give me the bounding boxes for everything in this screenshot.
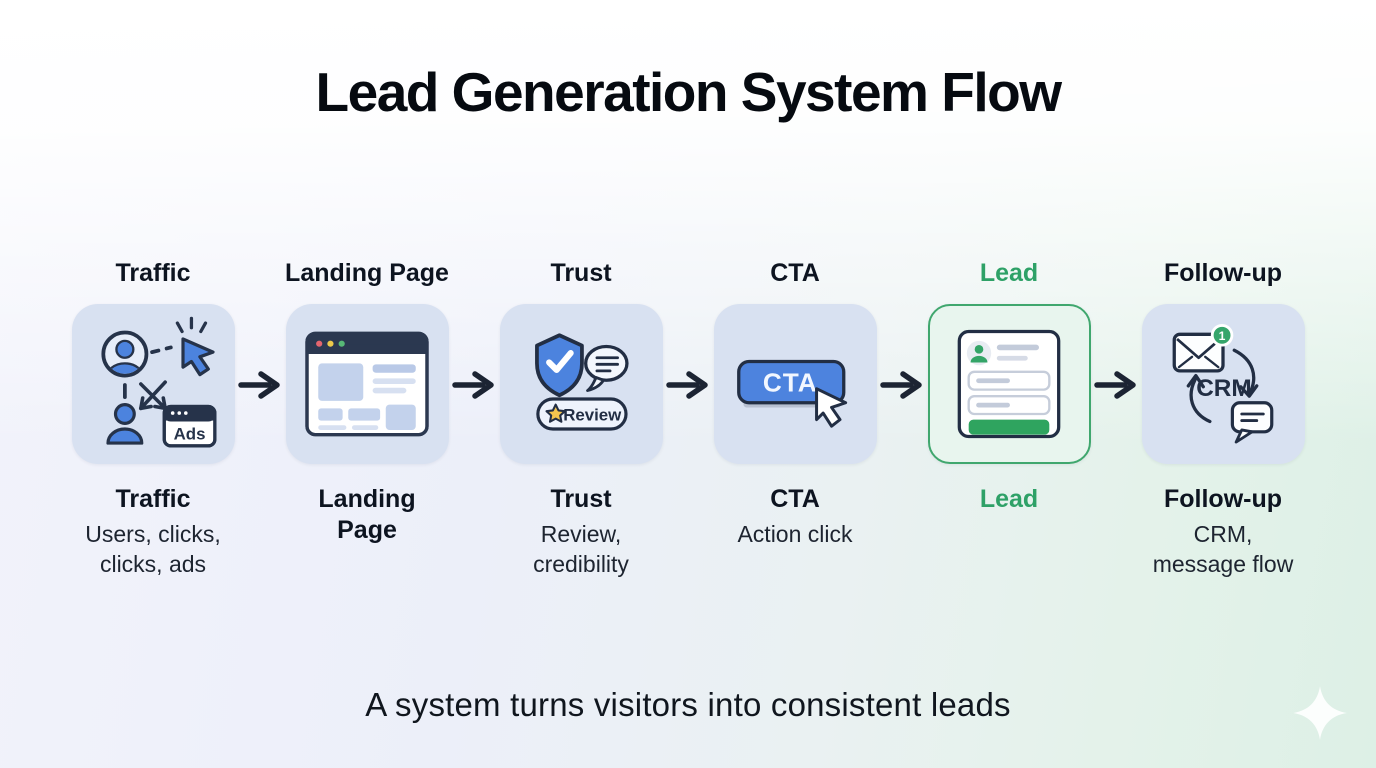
step-icon-box <box>285 304 449 464</box>
step-icon-box: Ads <box>71 304 235 464</box>
star-icon <box>545 403 566 423</box>
step-icon-box: CTA <box>713 304 877 464</box>
step-icon-box: 1 CRM <box>1141 304 1305 464</box>
step-title: Trust <box>550 485 612 513</box>
step-icon-box: Review <box>499 304 663 464</box>
step-column-follow-up: Follow-up 1 CRM <box>1141 258 1305 579</box>
cta-button-label: CTA <box>763 368 818 398</box>
step-title: CTA <box>770 485 820 513</box>
step-column-cta: CTA CTA CTA Action click <box>713 258 877 549</box>
step-title: Lead <box>979 485 1039 513</box>
sparkle-icon <box>1292 685 1348 746</box>
notification-badge <box>1210 324 1234 347</box>
form-submit-button <box>968 419 1050 435</box>
flow-arrow-icon <box>1091 370 1142 400</box>
step-column-landing-page: Landing Page <box>285 258 449 550</box>
cycle-arrows-icon <box>1186 348 1259 424</box>
message-bubble-icon <box>1230 401 1274 434</box>
step-subtitle: CRM, message flow <box>1152 521 1294 577</box>
step-subtitle: Users, clicks, clicks, ads <box>85 521 221 577</box>
lead-form-icon <box>957 329 1061 439</box>
flow-arrow-icon <box>877 370 928 400</box>
step-top-label: Traffic <box>115 259 191 287</box>
step-column-trust: Trust Review Trust <box>499 258 663 579</box>
traffic-users-ads-icon: Ads <box>101 316 217 448</box>
cursor-icon <box>815 387 848 428</box>
flow-arrow-icon <box>663 370 714 400</box>
email-crm-message-icon: 1 CRM <box>1172 324 1274 444</box>
flow-arrow-icon <box>449 370 500 400</box>
step-title: Follow-up <box>1163 485 1283 513</box>
step-title: Traffic <box>115 485 191 513</box>
notification-badge-count: 1 <box>1219 329 1226 343</box>
page-title: Lead Generation System Flow <box>315 61 1062 123</box>
flow-row: Traffic <box>0 258 1376 579</box>
cta-button-cursor-icon: CTA <box>737 359 848 428</box>
ads-window-label: Ads <box>174 424 206 443</box>
tagline: A system turns visitors into consistent … <box>365 686 1011 723</box>
step-column-traffic: Traffic <box>71 258 235 579</box>
step-top-label: Follow-up <box>1163 259 1283 287</box>
step-top-label: CTA <box>770 259 820 287</box>
step-column-lead: Lead Lead <box>927 258 1091 519</box>
step-top-label: Lead <box>979 259 1039 287</box>
browser-window-icon <box>305 331 429 437</box>
step-top-label: Trust <box>550 259 612 287</box>
flow-arrow-icon <box>235 370 286 400</box>
review-badge-label: Review <box>563 406 622 425</box>
step-subtitle: Action click <box>737 521 853 547</box>
step-top-label: Landing Page <box>285 259 449 287</box>
avatar-icon <box>974 345 984 354</box>
step-icon-box <box>927 304 1091 464</box>
shield-check-review-icon: Review <box>535 333 629 431</box>
step-subtitle: Review, credibility <box>533 521 629 577</box>
step-title: Landing Page <box>318 485 416 544</box>
